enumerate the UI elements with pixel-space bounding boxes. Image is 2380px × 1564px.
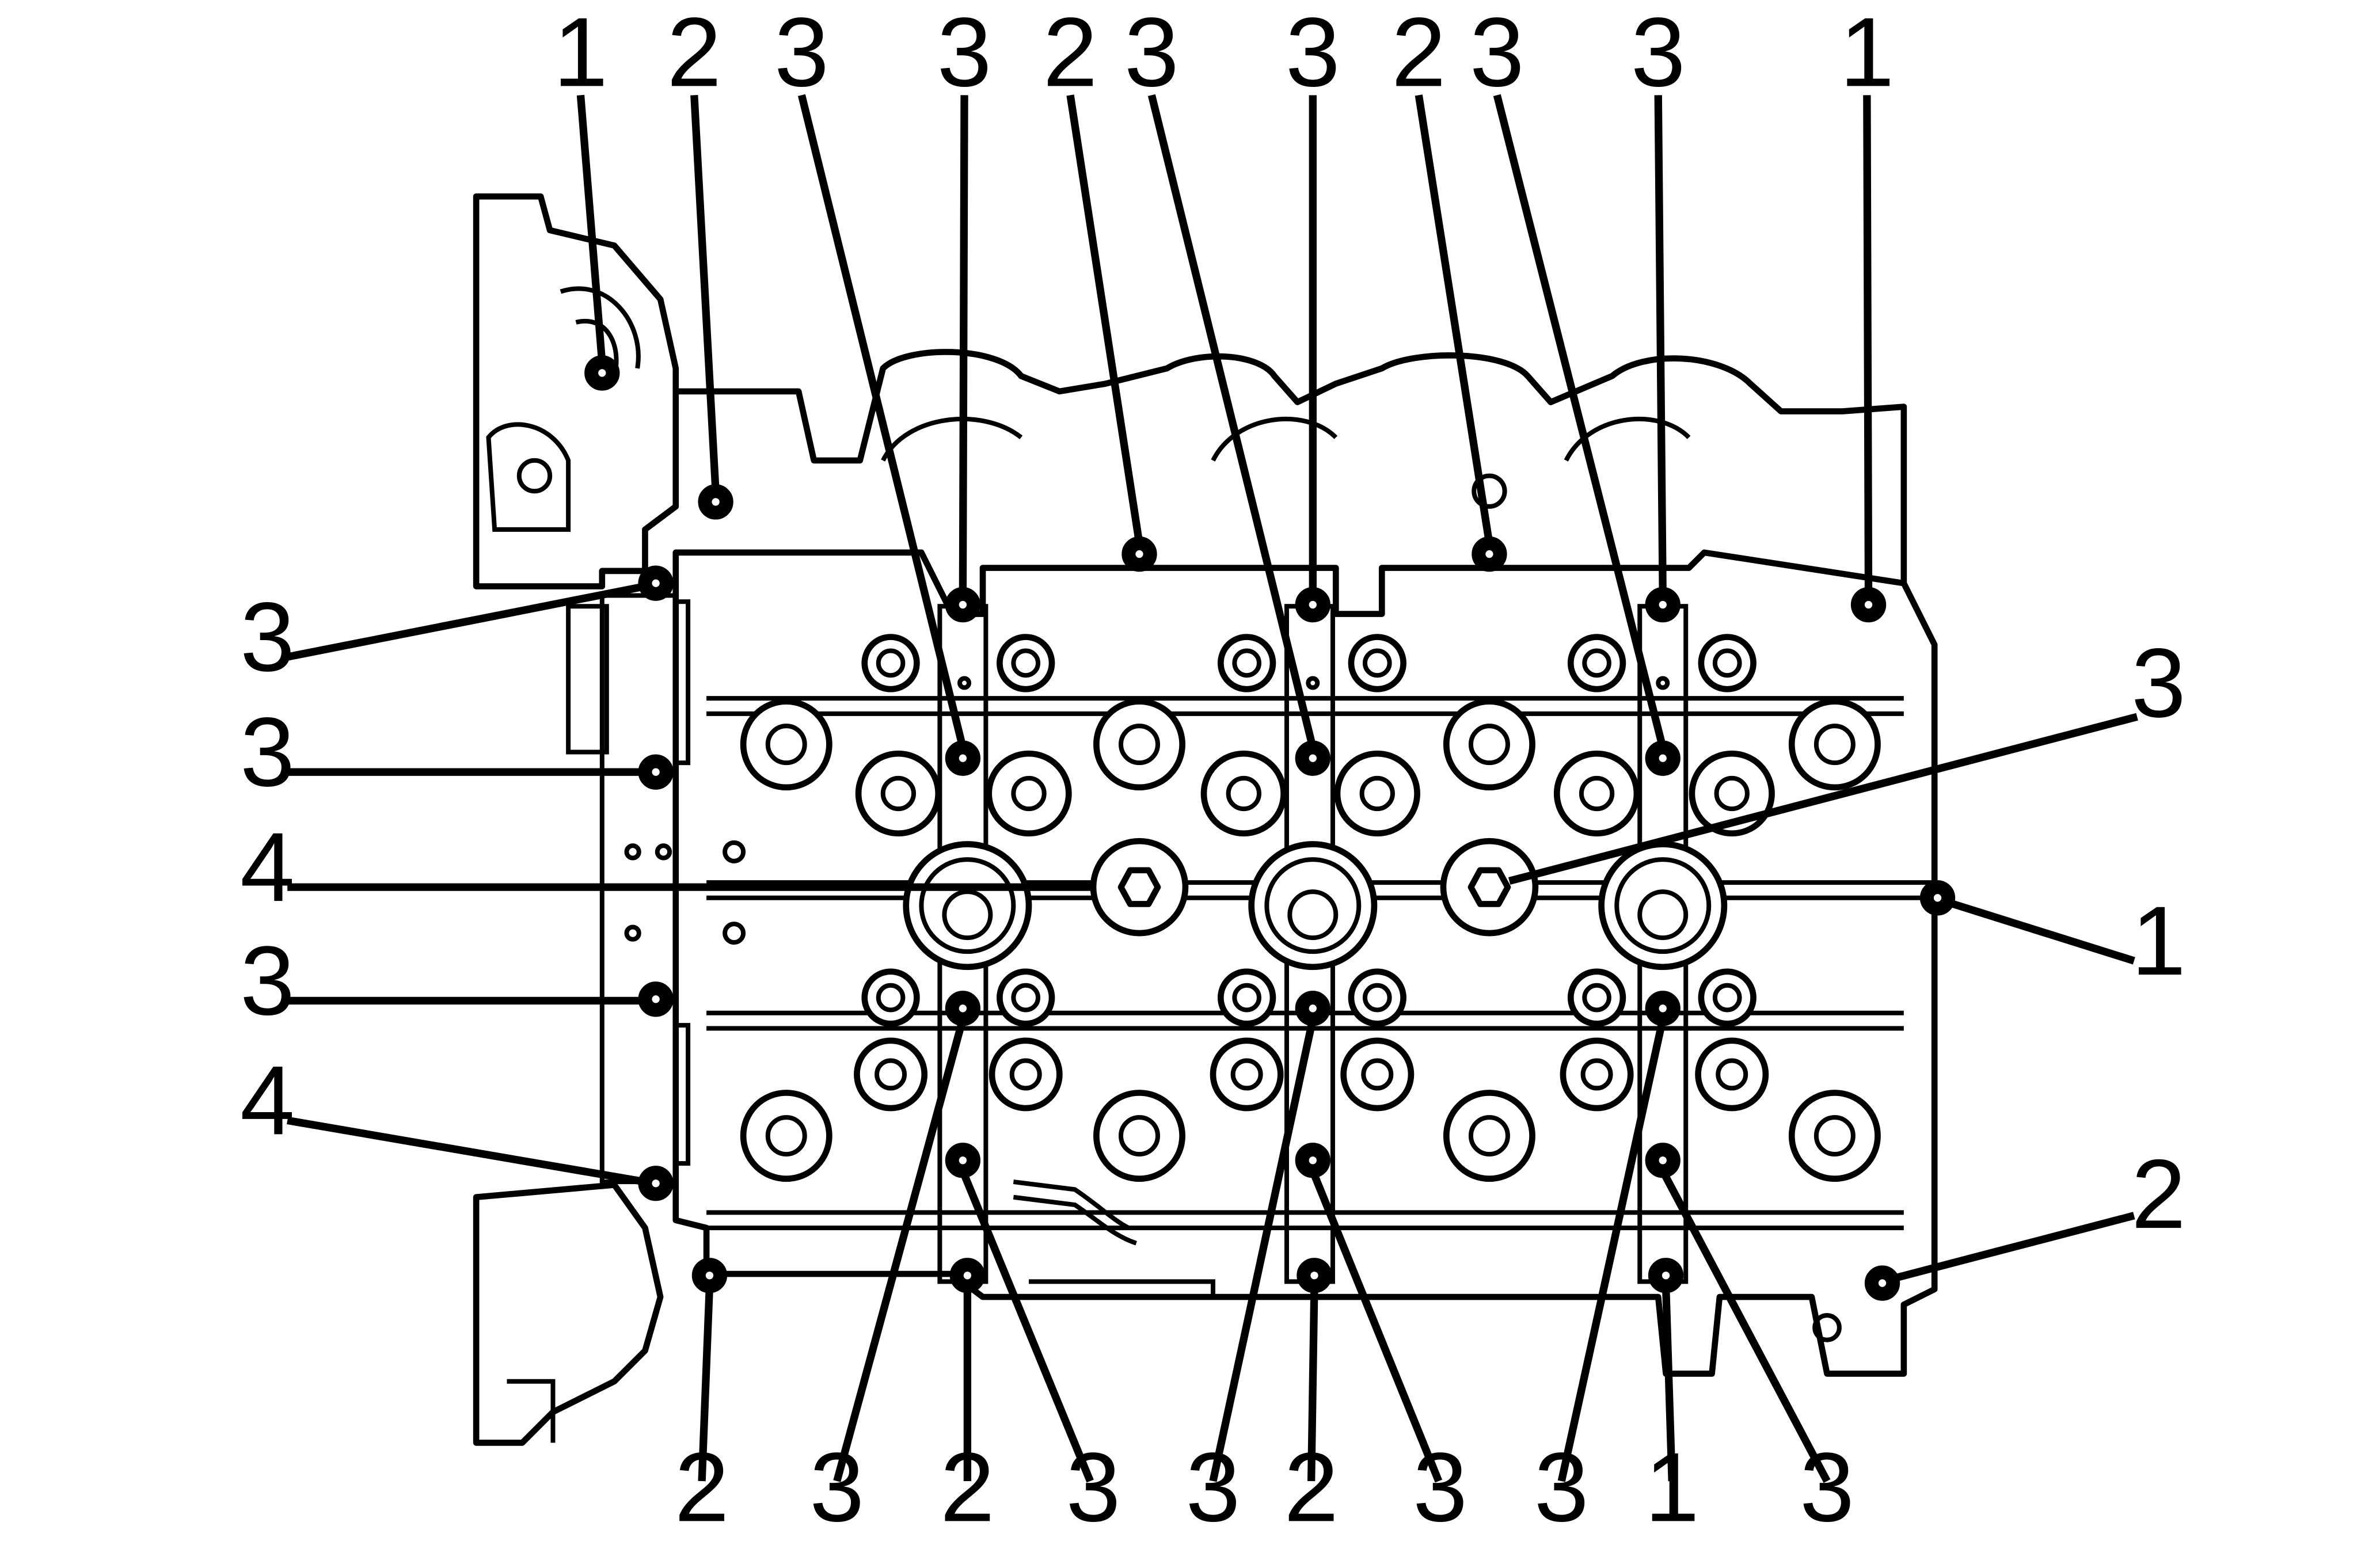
bolt-hole <box>1295 587 1330 623</box>
callout-label: 4 <box>240 1046 295 1155</box>
callout-label: 4 <box>240 813 295 922</box>
bolt-hole <box>1645 740 1681 776</box>
lower-lifter-bores <box>740 968 1881 1182</box>
cylinder-head-drawing <box>473 193 1938 1446</box>
bolt-hole <box>698 484 733 520</box>
leader-line <box>1947 899 2135 965</box>
callout-label: 2 <box>2131 1140 2186 1249</box>
bolt-hole <box>949 1258 986 1293</box>
callout-label: 2 <box>1391 0 1446 107</box>
callout-label: 3 <box>240 583 295 692</box>
bolt-hole <box>1864 1265 1900 1301</box>
leader-line <box>1654 95 1667 594</box>
callout-label: 2 <box>1043 0 1098 107</box>
callout-label: 3 <box>240 926 295 1036</box>
callout-label: 3 <box>774 0 829 107</box>
callout-label: 2 <box>667 0 721 107</box>
bolt-hole <box>945 1143 981 1178</box>
bolt-hole <box>638 981 674 1017</box>
bolt-hole <box>1297 1258 1332 1293</box>
bolt-hole <box>638 754 674 790</box>
leader-line <box>690 94 720 492</box>
callout-label: 3 <box>1800 1433 1854 1542</box>
callout-label: 3 <box>937 0 992 107</box>
leader-line <box>1307 1286 1318 1482</box>
callout-label: 1 <box>1839 0 1894 107</box>
leader-line <box>1662 1286 1676 1482</box>
callout-label: 1 <box>553 0 608 107</box>
bolt-hole <box>1295 991 1330 1026</box>
bolt-hole <box>1919 880 1956 916</box>
bolt-hole <box>1648 1258 1684 1293</box>
leader-line <box>1415 94 1493 544</box>
leader-line <box>1863 95 1873 594</box>
bolt-hole <box>1472 536 1507 572</box>
callout-label: 3 <box>1124 0 1179 107</box>
bolt-hole <box>691 1258 728 1293</box>
leader-line <box>1493 94 1667 749</box>
callout-label: 1 <box>1645 1433 1700 1542</box>
leader-line <box>959 1169 1094 1483</box>
bolt-hole <box>638 565 674 601</box>
bolt-hole <box>638 1166 674 1201</box>
callout-label: 3 <box>1631 0 1686 107</box>
bolt-hole <box>1645 991 1681 1026</box>
callout-label: 3 <box>1286 0 1340 107</box>
callout-label: 3 <box>809 1433 864 1542</box>
callout-label: 1 <box>2131 886 2186 996</box>
callout-label: 3 <box>240 698 295 807</box>
bolt-hole <box>1295 1143 1330 1178</box>
leader-line <box>1659 1169 1831 1483</box>
spark-plug-wells <box>903 841 1728 971</box>
leader-line <box>698 1286 714 1482</box>
bolt-hole <box>945 587 981 623</box>
callout-label: 3 <box>1470 0 1524 107</box>
callout-label: 2 <box>675 1433 729 1542</box>
bolt-hole <box>1850 587 1887 623</box>
leader-line <box>286 583 646 661</box>
leader-line <box>576 94 606 363</box>
bolt-hole <box>945 991 981 1026</box>
bolt-hole <box>584 355 620 391</box>
leader-line <box>1309 1169 1443 1483</box>
leader-line <box>1557 1018 1667 1482</box>
bolt-hole <box>1295 740 1330 776</box>
bolt-hole <box>1645 587 1681 623</box>
callout-label: 3 <box>1186 1433 1241 1542</box>
bolt-hole <box>1645 1143 1681 1178</box>
callout-label: 3 <box>1413 1433 1467 1542</box>
callout-label: 3 <box>2131 629 2186 738</box>
leader-line <box>797 94 967 749</box>
leader-line <box>1508 713 2138 885</box>
callout-label: 2 <box>940 1433 995 1542</box>
callout-label: 3 <box>1066 1433 1121 1542</box>
callout-label: 3 <box>1534 1433 1589 1542</box>
upper-lifter-bores <box>740 634 1881 837</box>
callout-labels: 1 2 3 3 2 3 3 2 3 3 1 3 3 4 3 3 4 1 2 2 … <box>240 0 2186 1542</box>
bolt-hole <box>1121 536 1157 572</box>
leader-line <box>1209 1018 1317 1482</box>
leader-line <box>833 1018 967 1482</box>
leader-line <box>1066 94 1143 544</box>
leader-lines <box>286 94 2138 1483</box>
callout-label: 2 <box>1284 1433 1339 1542</box>
leader-line <box>1892 1212 2135 1283</box>
leader-line <box>959 95 968 594</box>
leader-line <box>1147 94 1317 749</box>
bolt-hole <box>945 740 981 776</box>
hex-plugs <box>1090 838 1539 937</box>
leader-line <box>287 1116 646 1186</box>
